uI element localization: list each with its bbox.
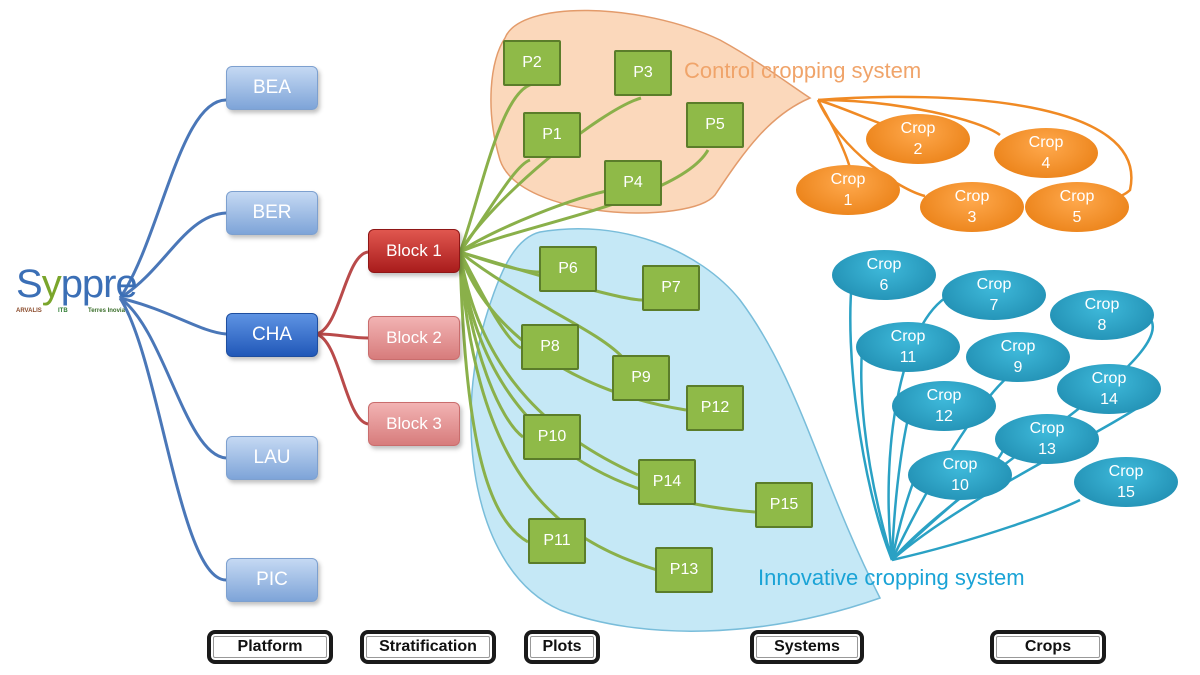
legend-plots: Plots <box>524 630 600 664</box>
plot-p12[interactable]: P12 <box>686 385 744 431</box>
partner-itb: ITB <box>58 308 68 314</box>
platform-node-lau[interactable]: LAU <box>226 436 318 480</box>
syppre-logo: Syppre ARVALIS ITB Terres Inovia <box>8 262 138 330</box>
platform-node-ber[interactable]: BER <box>226 191 318 235</box>
plot-p1[interactable]: P1 <box>523 112 581 158</box>
plot-p2[interactable]: P2 <box>503 40 561 86</box>
partner-logos: ARVALIS ITB Terres Inovia <box>14 308 126 328</box>
plot-p9[interactable]: P9 <box>612 355 670 401</box>
plot-p5[interactable]: P5 <box>686 102 744 148</box>
logo-title: Syppre <box>16 262 138 306</box>
legend-crops: Crops <box>990 630 1106 664</box>
plot-p4[interactable]: P4 <box>604 160 662 206</box>
block-node-1[interactable]: Block 1 <box>368 229 460 273</box>
partner-arvalis: ARVALIS <box>16 308 42 314</box>
block-node-3[interactable]: Block 3 <box>368 402 460 446</box>
plot-p6[interactable]: P6 <box>539 246 597 292</box>
plot-p7[interactable]: P7 <box>642 265 700 311</box>
block-links <box>315 250 369 426</box>
innovative-system-label: Innovative cropping system <box>758 565 1025 590</box>
legend-stratification: Stratification <box>360 630 496 664</box>
platform-node-pic[interactable]: PIC <box>226 558 318 602</box>
platform-node-bea[interactable]: BEA <box>226 66 318 110</box>
block-node-2[interactable]: Block 2 <box>368 316 460 360</box>
plot-p3[interactable]: P3 <box>614 50 672 96</box>
legend-platform: Platform <box>207 630 333 664</box>
plot-p15[interactable]: P15 <box>755 482 813 528</box>
plot-p10[interactable]: P10 <box>523 414 581 460</box>
platform-links <box>118 98 227 582</box>
plot-p11[interactable]: P11 <box>528 518 586 564</box>
control-system-label: Control cropping system <box>684 58 922 83</box>
partner-terres-inovia: Terres Inovia <box>88 308 125 314</box>
control-system-region <box>490 9 812 214</box>
platform-node-cha[interactable]: CHA <box>226 313 318 357</box>
legend-systems: Systems <box>750 630 864 664</box>
plot-p14[interactable]: P14 <box>638 459 696 505</box>
plot-p13[interactable]: P13 <box>655 547 713 593</box>
plot-p8[interactable]: P8 <box>521 324 579 370</box>
